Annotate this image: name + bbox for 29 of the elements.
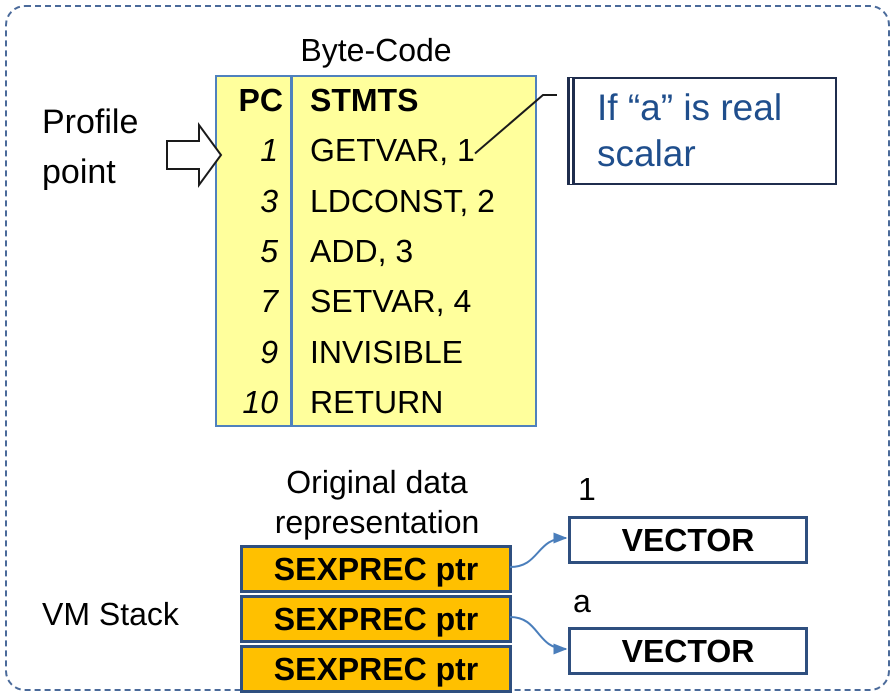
- statement-text: SETVAR, 4: [310, 282, 472, 322]
- condition-callout: If “a” is real scalar: [567, 77, 837, 185]
- vector-box: VECTOR: [568, 516, 808, 564]
- profile-point-text: Profile point: [42, 97, 167, 197]
- vector-box: VECTOR: [568, 627, 808, 675]
- stack-cell: SEXPREC ptr: [240, 595, 512, 643]
- pc-number: 5: [260, 232, 278, 271]
- pc-number: 7: [260, 282, 278, 322]
- dashed-frame: [5, 5, 890, 691]
- leader-line: [474, 94, 557, 154]
- pc-number: 10: [242, 382, 278, 422]
- column-header: PC: [238, 81, 283, 120]
- statement-text: LDCONST, 2: [310, 182, 495, 221]
- column-header: STMTS: [310, 81, 418, 120]
- stack-cell: SEXPREC ptr: [240, 645, 512, 693]
- statement-text: ADD, 3: [310, 232, 414, 271]
- table-heading: Byte-Code: [299, 31, 453, 70]
- statement-text: RETURN: [310, 382, 444, 422]
- variable-label: a: [573, 582, 591, 620]
- pc-number: 3: [260, 182, 278, 221]
- stack-cell: SEXPREC ptr: [240, 545, 512, 593]
- index-label: 1: [578, 470, 596, 508]
- statement-text: INVISIBLE: [310, 332, 463, 372]
- pc-number: 9: [260, 332, 278, 372]
- stack-label: VM Stack: [42, 595, 179, 634]
- statement-text: GETVAR, 1: [310, 127, 475, 174]
- stack-heading: Original data representation: [274, 463, 480, 542]
- pc-number: 1: [260, 131, 278, 170]
- block-arrow: [166, 122, 222, 188]
